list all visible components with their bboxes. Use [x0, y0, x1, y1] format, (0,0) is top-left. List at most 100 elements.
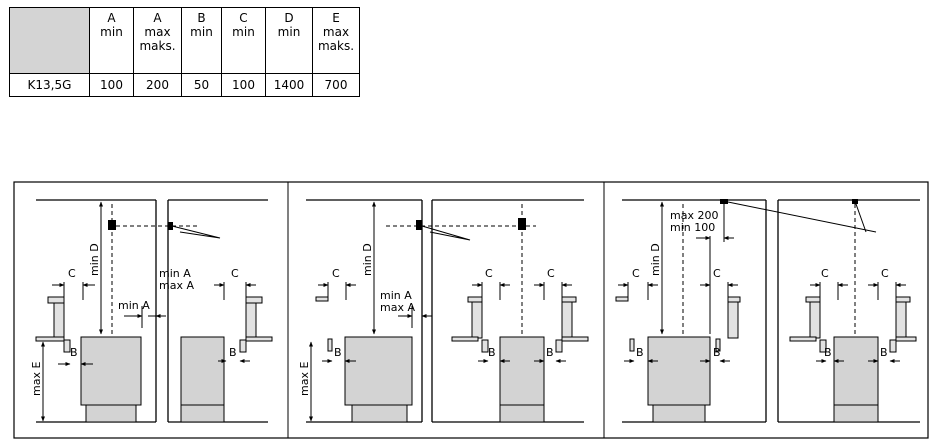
label-c: C — [485, 267, 493, 280]
label-c: C — [881, 267, 889, 280]
label-b: B — [824, 346, 832, 359]
label-max-200: max 200 — [670, 209, 718, 222]
guard-rail — [555, 339, 563, 353]
label-c: C — [547, 267, 555, 280]
label-min-a: min A — [118, 299, 150, 312]
col-letter: A — [107, 11, 116, 25]
heater-base — [652, 404, 706, 423]
guard-rail — [245, 302, 257, 340]
guard-rail — [467, 296, 483, 303]
col-header-a-max: A max maks. — [133, 7, 182, 74]
col-letter: A — [153, 11, 162, 25]
label-min-a: min A — [159, 267, 191, 280]
heater-body — [344, 336, 413, 406]
label-b: B — [880, 346, 888, 359]
col-sub: min — [277, 25, 301, 39]
guard-rail — [895, 336, 917, 342]
col-letter: B — [197, 11, 206, 25]
label-max-a: max A — [380, 301, 415, 314]
guard-rail — [561, 301, 573, 339]
guard-rail — [327, 338, 333, 352]
value-b-min: 50 — [181, 73, 222, 97]
guard-rail — [481, 339, 489, 353]
value-c-min: 100 — [221, 73, 266, 97]
col-letter: E — [332, 11, 340, 25]
label-b: B — [488, 346, 496, 359]
guard-rail — [895, 301, 907, 339]
col-header-b-min: B min — [181, 7, 222, 74]
sensor-box — [852, 199, 858, 204]
label-min-100: min 100 — [670, 221, 715, 234]
panel-1: min D C B max E min A min A max A — [30, 199, 273, 423]
guard-rail — [819, 339, 827, 353]
table-row: K13,5G 100 200 50 100 1400 700 — [9, 73, 360, 97]
guard-rail — [239, 339, 247, 353]
label-c: C — [821, 267, 829, 280]
row-label: K13,5G — [9, 73, 90, 97]
label-c: C — [68, 267, 76, 280]
col-sub: max — [322, 25, 350, 39]
guard-rail — [895, 296, 911, 303]
label-b: B — [229, 346, 237, 359]
guard-rail — [471, 301, 483, 339]
label-min-d: min D — [649, 243, 662, 276]
sensor-box — [416, 220, 422, 230]
value-a-min: 100 — [89, 73, 134, 97]
label-min-d: min D — [88, 243, 101, 276]
label-b: B — [546, 346, 554, 359]
label-b: B — [334, 346, 342, 359]
guard-rail — [245, 296, 263, 304]
guard-rail — [715, 338, 721, 352]
guard-rail — [35, 336, 65, 342]
heater-body — [647, 336, 711, 406]
label-c: C — [332, 267, 340, 280]
heater-base — [85, 404, 137, 423]
guard-rail — [727, 296, 741, 303]
col-sub: min — [232, 25, 255, 39]
guard-rail — [245, 336, 273, 342]
label-min-a: min A — [380, 289, 412, 302]
heater-body — [180, 336, 225, 406]
col-letter: C — [239, 11, 248, 25]
guard-rail — [47, 296, 65, 304]
guard-rail — [615, 296, 629, 302]
panel-2: min D C B max E min A max A — [298, 199, 589, 423]
heater-base — [833, 404, 879, 423]
col-header-e-max: E max maks. — [312, 7, 360, 74]
label-c: C — [632, 267, 640, 280]
heater-body — [833, 336, 879, 406]
label-max-e: max E — [298, 362, 311, 396]
col-header-d-min: D min — [265, 7, 313, 74]
label-min-d: min D — [361, 243, 374, 276]
guard-rail — [451, 336, 479, 342]
sensor-lead — [171, 225, 221, 239]
label-b: B — [70, 346, 78, 359]
sensor-lead — [855, 203, 867, 233]
label-max-e: max E — [30, 362, 43, 396]
heater-base — [351, 404, 408, 423]
guard-rail — [789, 336, 817, 342]
col-letter: D — [284, 11, 294, 25]
panel-3: min D max 200 min 100 C C B B — [615, 199, 920, 423]
guard-rail — [53, 302, 65, 340]
guard-rail — [315, 296, 329, 302]
col-sub: min — [190, 25, 213, 39]
label-c: C — [713, 267, 721, 280]
heater-base — [180, 404, 225, 423]
label-c: C — [231, 267, 239, 280]
sensor-lead — [421, 225, 471, 241]
diagram-frame — [13, 181, 929, 439]
sensor-box — [720, 199, 728, 204]
table-corner-cell — [9, 7, 90, 74]
label-b: B — [636, 346, 644, 359]
label-max-a: max A — [159, 279, 194, 292]
col-sub: min — [100, 25, 123, 39]
value-e-max: 700 — [312, 73, 360, 97]
col-header-a-min: A min — [89, 7, 134, 74]
guard-rail — [561, 296, 577, 303]
guard-rail — [805, 296, 821, 303]
clearance-table: A min A max maks. B min C min D min E ma… — [9, 7, 360, 97]
heater-body — [499, 336, 545, 406]
heater-base — [499, 404, 545, 423]
